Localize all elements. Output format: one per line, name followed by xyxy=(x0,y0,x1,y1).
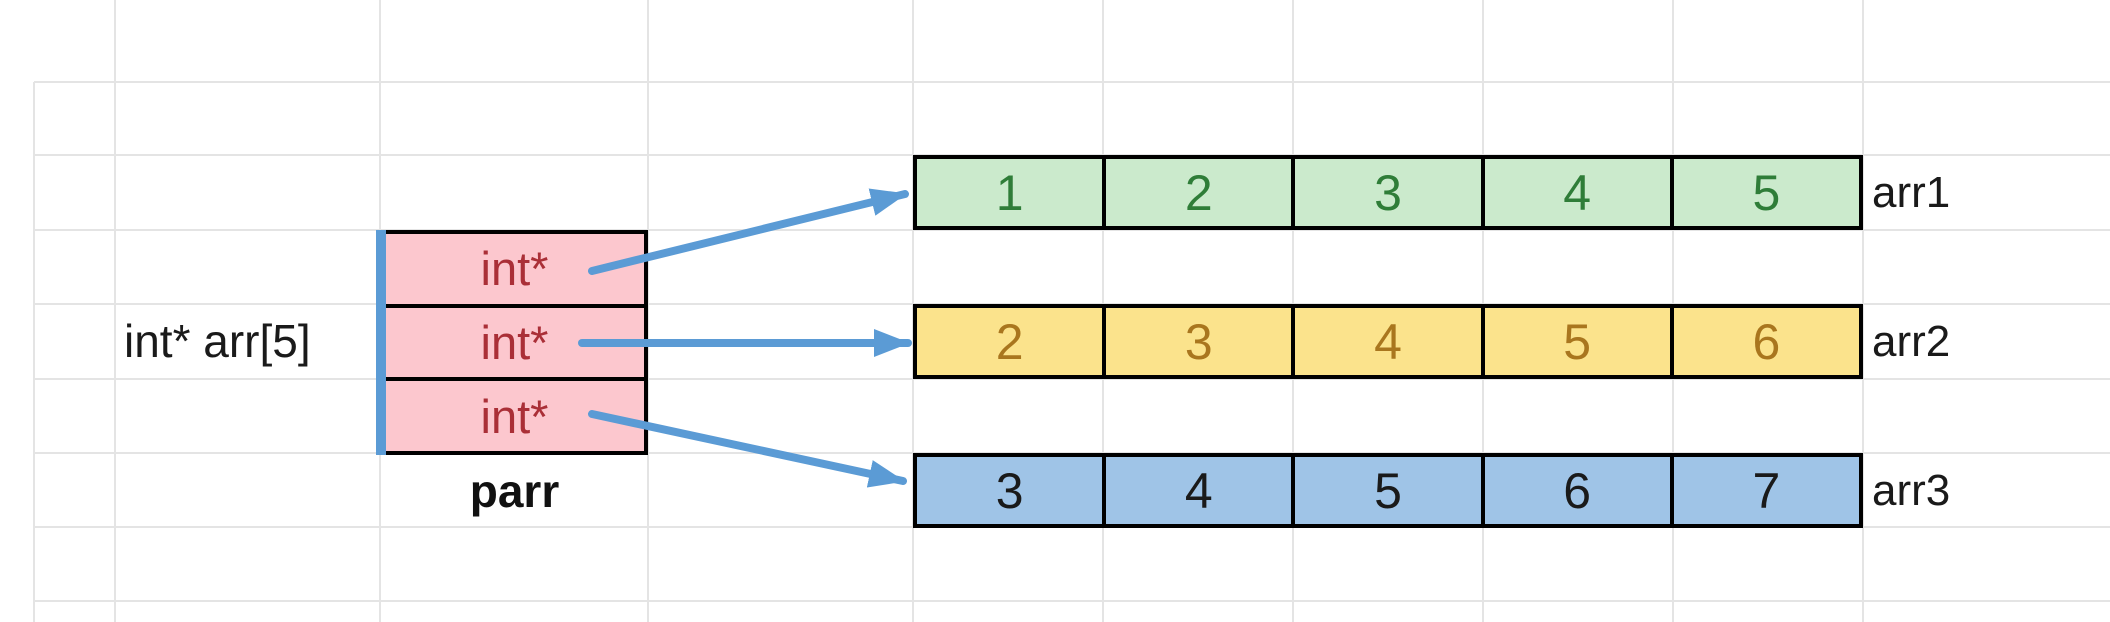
arr1-label: arr1 xyxy=(1872,168,1951,217)
arr3-cell-2: 5 xyxy=(1291,457,1481,524)
arr3-label: arr3 xyxy=(1872,466,1951,515)
arr2-cell-1: 3 xyxy=(1102,308,1292,375)
pointer-declaration-label: int* arr[5] xyxy=(124,315,311,367)
arr2-label: arr2 xyxy=(1872,317,1951,366)
parr-box: int*int*int* xyxy=(381,230,648,455)
parr-cell-2: int* xyxy=(385,377,644,452)
arr2-cell-3: 5 xyxy=(1480,308,1670,375)
arr3-cell-0: 3 xyxy=(917,457,1103,524)
parr-cell-1: int* xyxy=(385,303,644,378)
arr1-cell-2: 3 xyxy=(1291,159,1481,226)
arr1-cell-3: 4 xyxy=(1480,159,1670,226)
parr-name-label: parr xyxy=(469,465,560,517)
parr-left-blue-edge xyxy=(376,230,386,455)
arr3-cell-4: 7 xyxy=(1669,457,1860,524)
arr2-cell-4: 6 xyxy=(1669,308,1860,375)
arr3-cell-3: 6 xyxy=(1480,457,1670,524)
parr-cell-0: int* xyxy=(385,234,644,304)
arr1-cell-1: 2 xyxy=(1102,159,1292,226)
arr2-cell-2: 4 xyxy=(1291,308,1481,375)
arr2-cell-0: 2 xyxy=(917,308,1103,375)
arr3-cell-1: 4 xyxy=(1102,457,1292,524)
arr1-cell-0: 1 xyxy=(917,159,1103,226)
arr1-cell-4: 5 xyxy=(1669,159,1860,226)
